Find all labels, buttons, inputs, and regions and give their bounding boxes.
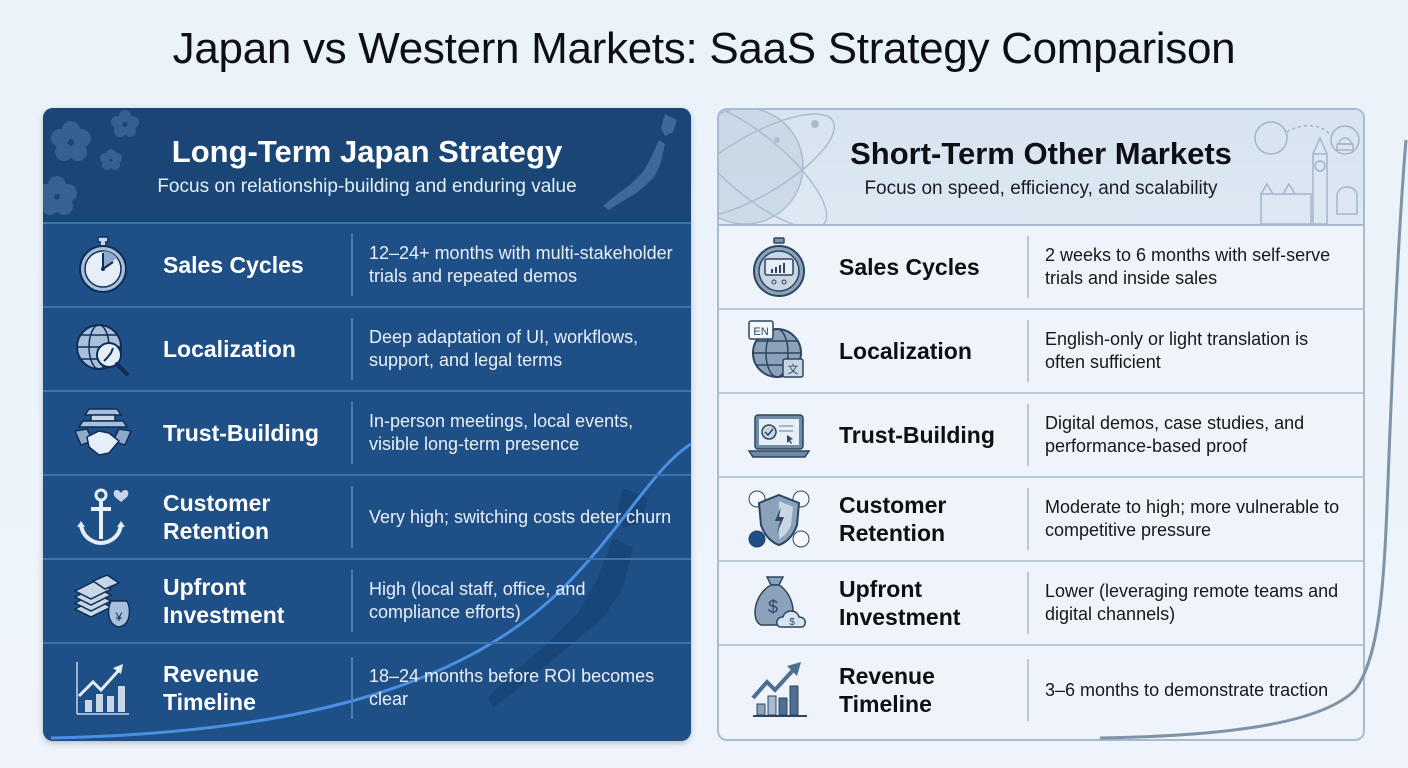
divider [1027, 236, 1029, 298]
globe-translation-icon: EN 文 [748, 320, 804, 378]
handshake-temple-icon [73, 408, 133, 456]
row-description: Deep adaptation of UI, workflows, suppor… [369, 327, 639, 370]
japan-panel-header: Long-Term Japan Strategy Focus on relati… [43, 108, 691, 224]
page-title: Japan vs Western Markets: SaaS Strategy … [172, 24, 1236, 73]
stopwatch-icon [79, 236, 127, 293]
other-row-revenue-timeline: Revenue Timeline 3–6 months to demonstra… [719, 646, 1363, 734]
svg-text:文: 文 [788, 362, 799, 376]
row-label: Trust-Building [163, 420, 319, 446]
globe-magnifier-japan-icon [76, 324, 129, 376]
other-row-sales-cycles: Sales Cycles 2 weeks to 6 months with se… [719, 226, 1363, 310]
row-description: High (local staff, office, and complianc… [369, 579, 586, 622]
row-description: Moderate to high; more vulnerable to com… [1045, 497, 1340, 540]
divider [1027, 659, 1029, 721]
row-description: English-only or light translation is oft… [1045, 329, 1309, 372]
row-label: Sales Cycles [163, 252, 304, 278]
row-label: Revenue Timeline [163, 661, 259, 715]
divider [351, 657, 353, 719]
japan-map-silhouette-icon [603, 114, 677, 210]
japan-panel-title: Long-Term Japan Strategy [171, 134, 563, 169]
other-row-upfront-investment: $$ Upfront Investment Lower (leveraging … [719, 562, 1363, 646]
japan-row-sales-cycles: Sales Cycles 12–24+ months with multi-st… [43, 224, 691, 308]
japan-row-trust-building: Trust-Building In-person meetings, local… [43, 392, 691, 476]
svg-text:$: $ [789, 617, 795, 628]
shield-competitors-icon [748, 490, 810, 548]
row-label: Customer Retention [839, 492, 947, 546]
row-label: Trust-Building [839, 422, 995, 448]
row-label: Localization [163, 336, 296, 362]
row-label: Upfront Investment [163, 574, 285, 628]
globe-orbit-icon [719, 110, 835, 224]
laptop-demo-icon [747, 414, 811, 458]
row-label: Upfront Investment [839, 576, 961, 630]
row-label: Sales Cycles [839, 254, 980, 280]
yen-money-stack-icon: ¥ [73, 574, 131, 628]
growth-chart-icon [751, 662, 807, 717]
row-description: In-person meetings, local events, visibl… [369, 411, 634, 454]
row-description: Digital demos, case studies, and perform… [1045, 413, 1305, 456]
dollar-bag-cloud-icon: $$ [754, 576, 806, 628]
japan-rows: Sales Cycles 12–24+ months with multi-st… [43, 224, 691, 732]
japan-row-revenue-timeline: Revenue Timeline 18–24 months before ROI… [43, 644, 691, 732]
other-markets-panel-title: Short-Term Other Markets [850, 136, 1232, 171]
divider [351, 570, 353, 632]
japan-row-localization: Localization Deep adaptation of UI, work… [43, 308, 691, 392]
japan-row-customer-retention: Customer Retention Very high; switching … [43, 476, 691, 560]
divider [1027, 488, 1029, 550]
row-label: Localization [839, 338, 972, 364]
japan-row-upfront-investment: ¥ Upfront Investment High (local staff, … [43, 560, 691, 644]
svg-text:¥: ¥ [115, 610, 123, 624]
cherry-blossom-icon [43, 110, 139, 215]
japan-strategy-panel: Long-Term Japan Strategy Focus on relati… [43, 108, 691, 741]
row-description: 2 weeks to 6 months with self-serve tria… [1045, 245, 1331, 288]
other-row-customer-retention: Customer Retention Moderate to high; mor… [719, 478, 1363, 562]
japan-panel-subtitle: Focus on relationship-building and endur… [157, 176, 577, 197]
divider [351, 486, 353, 548]
other-markets-panel-header: Short-Term Other Markets Focus on speed,… [719, 110, 1363, 226]
row-description: Lower (leveraging remote teams and digit… [1045, 581, 1339, 624]
other-row-trust-building: Trust-Building Digital demos, case studi… [719, 394, 1363, 478]
divider [1027, 572, 1029, 634]
other-markets-panel-subtitle: Focus on speed, efficiency, and scalabil… [864, 178, 1218, 199]
other-markets-rows: Sales Cycles 2 weeks to 6 months with se… [719, 226, 1363, 734]
row-description: 12–24+ months with multi-stakeholder tri… [369, 243, 673, 286]
row-label: Revenue Timeline [839, 663, 935, 717]
divider [1027, 320, 1029, 382]
svg-text:$: $ [768, 597, 778, 617]
row-description: 3–6 months to demonstrate traction [1045, 679, 1329, 700]
growth-chart-icon [76, 662, 129, 715]
digital-stopwatch-icon [753, 237, 805, 297]
row-description: Very high; switching costs deter churn [369, 506, 672, 527]
divider [351, 318, 353, 380]
anchor-heart-icon [77, 488, 129, 546]
divider [1027, 404, 1029, 466]
svg-text:EN: EN [753, 326, 768, 338]
divider [351, 234, 353, 296]
divider [351, 402, 353, 464]
row-description: 18–24 months before ROI becomes clear [369, 666, 655, 709]
row-label: Customer Retention [163, 490, 271, 544]
other-markets-panel: Short-Term Other Markets Focus on speed,… [717, 108, 1365, 741]
other-row-localization: EN 文 Localization English-only or light t… [719, 310, 1363, 394]
